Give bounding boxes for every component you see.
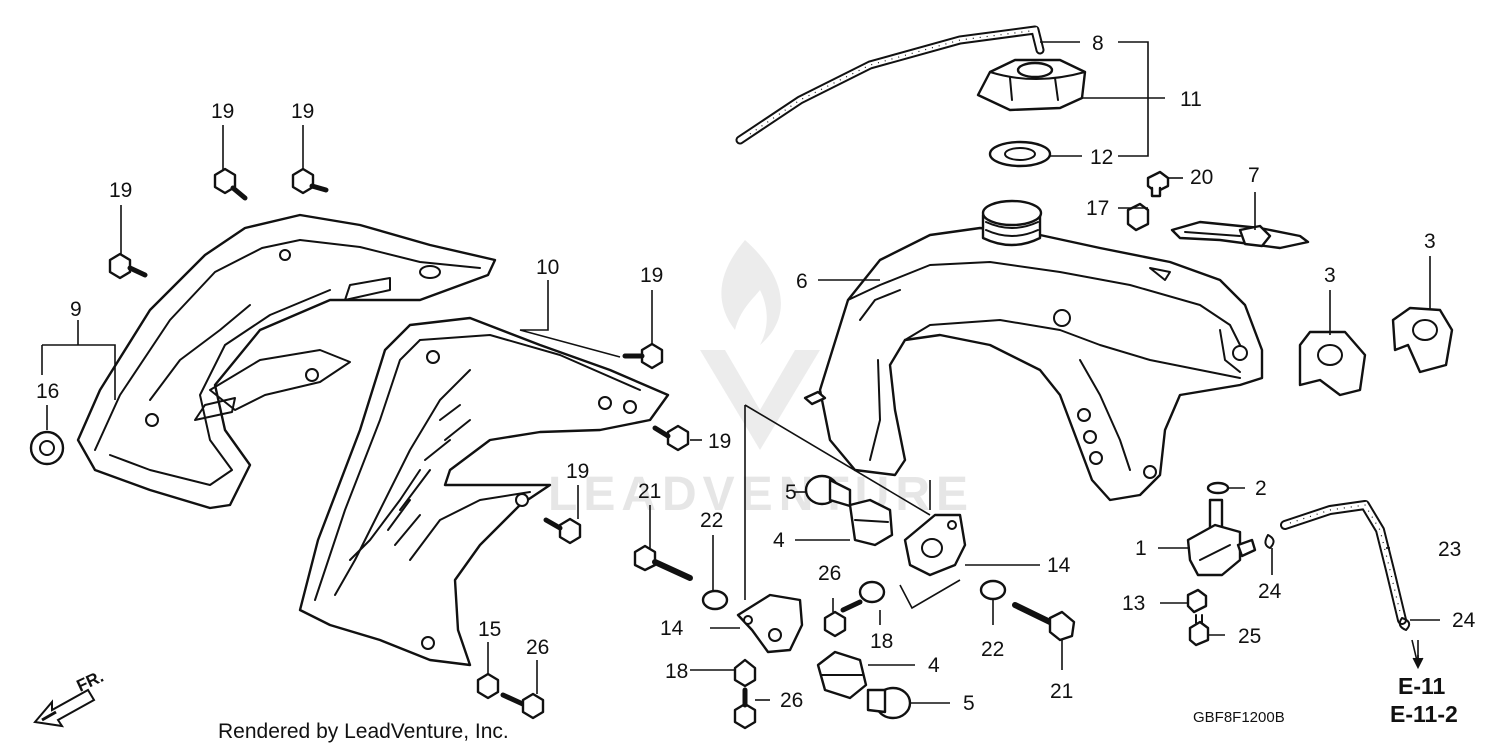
- front-direction-arrow: FR.: [33, 667, 107, 728]
- callout-3a: 3: [1324, 264, 1336, 287]
- callout-5a: 5: [785, 481, 797, 504]
- clip-24a-part: [1264, 534, 1275, 549]
- fuel-tank-part: [803, 199, 1264, 502]
- bolt-26c-part: [500, 692, 545, 720]
- callout-6: 6: [796, 270, 808, 293]
- callout-13: 13: [1122, 592, 1145, 615]
- collar-5b-part: [866, 686, 912, 720]
- callout-8: 8: [1092, 32, 1104, 55]
- callout-19a: 19: [211, 100, 234, 123]
- collar-15-part: [476, 672, 500, 700]
- callout-5b: 5: [963, 692, 975, 715]
- leader-lines: [41, 41, 1440, 704]
- callout-16: 16: [36, 380, 59, 403]
- callout-14b: 14: [660, 617, 684, 640]
- bolt-19f-part: [543, 517, 582, 545]
- callout-25: 25: [1238, 625, 1261, 648]
- credit-text: Rendered by LeadVenture, Inc.: [218, 720, 509, 743]
- bolt-19c-part: [108, 252, 148, 280]
- grommet-17-part: [1126, 202, 1150, 232]
- clamp-3b-part: [1391, 306, 1454, 374]
- clip-24b-part: [1398, 617, 1411, 631]
- clamp-3a-part: [1298, 330, 1367, 397]
- diagram-code: GBF8F1200B: [1193, 709, 1285, 726]
- breather-tube-part: [735, 25, 1045, 145]
- bolt-19a-part: [213, 167, 248, 201]
- direction-label: FR.: [74, 667, 107, 696]
- callout-1: 1: [1135, 537, 1147, 560]
- grommet-16-part: [29, 430, 65, 466]
- callout-19c: 19: [109, 179, 132, 202]
- reference-e11-2[interactable]: E-11-2: [1390, 701, 1458, 727]
- watermark-text: LEADVENTURE: [548, 468, 974, 521]
- callout-2: 2: [1255, 477, 1267, 500]
- callout-labels: 1 2 3 3 4 4 5 5 6 7 8 9 10 11 12 13 14 1…: [36, 32, 1476, 715]
- bracket-14b-part: [736, 593, 804, 654]
- bolt-19e-part: [652, 424, 690, 452]
- callout-20: 20: [1190, 166, 1213, 189]
- callout-26a: 26: [818, 562, 841, 585]
- fuel-cap-part: [976, 58, 1087, 112]
- screw-25-part: [1188, 614, 1210, 647]
- grommet-18b-part: [733, 658, 757, 688]
- callout-3b: 3: [1424, 230, 1436, 253]
- callout-18b: 18: [665, 660, 688, 683]
- callout-21a: 21: [638, 480, 661, 503]
- right-shroud-part: [298, 316, 670, 667]
- callout-7: 7: [1248, 164, 1260, 187]
- washer-22b-part: [979, 579, 1007, 601]
- callout-21b: 21: [1050, 680, 1073, 703]
- callout-18a: 18: [870, 630, 893, 653]
- rubber-4a-part: [848, 498, 894, 547]
- callout-19e: 19: [708, 430, 731, 453]
- cap-gasket-part: [988, 140, 1052, 168]
- callout-24a: 24: [1258, 580, 1282, 603]
- callout-9: 9: [70, 298, 82, 321]
- callout-4a: 4: [773, 529, 785, 552]
- bolt-26a-part: [823, 599, 863, 638]
- bolt-21a-part: [633, 544, 693, 581]
- reference-e11[interactable]: E-11: [1398, 673, 1446, 699]
- callout-11: 11: [1180, 88, 1202, 111]
- callout-19d: 19: [640, 264, 663, 287]
- callout-17: 17: [1086, 197, 1109, 220]
- washer-22a-part: [701, 589, 729, 611]
- callout-12: 12: [1090, 146, 1113, 169]
- callout-26b: 26: [780, 689, 803, 712]
- callout-4b: 4: [928, 654, 940, 677]
- callout-10: 10: [536, 256, 559, 279]
- left-shroud-part: [76, 213, 497, 510]
- callout-24b: 24: [1452, 609, 1476, 632]
- rubber-4b-part: [816, 650, 868, 700]
- callout-22b: 22: [981, 638, 1004, 661]
- washer-2-part: [1206, 481, 1230, 495]
- bolt-21b-part: [1012, 602, 1076, 642]
- callout-26c: 26: [526, 636, 549, 659]
- bolt-19b-part: [291, 167, 329, 195]
- bracket-14a-part: [903, 513, 967, 577]
- bolt-20-part: [1146, 170, 1170, 198]
- fuel-hose-part: [1280, 500, 1407, 625]
- callout-19b: 19: [291, 100, 314, 123]
- watermark-logo: [700, 240, 820, 450]
- callout-19f: 19: [566, 460, 589, 483]
- bolt-26b-part: [733, 687, 757, 730]
- band-7-part: [1170, 220, 1310, 250]
- callout-15: 15: [478, 618, 501, 641]
- callout-22a: 22: [700, 509, 723, 532]
- bolt-19d-part: [622, 342, 664, 370]
- callout-14a: 14: [1047, 554, 1071, 577]
- grommet-18a-part: [858, 580, 886, 604]
- fuel-valve-part: [1186, 498, 1257, 577]
- callout-23: 23: [1438, 538, 1461, 561]
- screw-13-part: [1186, 588, 1208, 614]
